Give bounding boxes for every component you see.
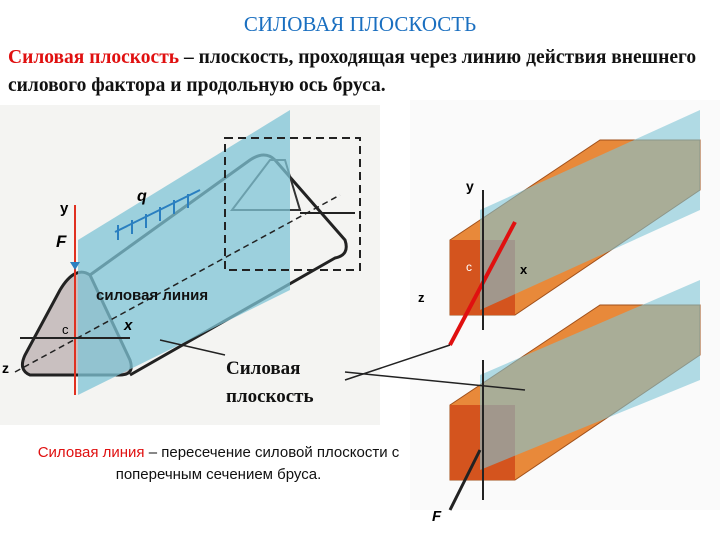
force-plane-callout: Силовая плоскость: [226, 358, 314, 407]
right-z-label: z: [418, 290, 425, 305]
q-label: q: [137, 188, 147, 205]
bottom-definition-text: – пересечение силовой плоскости с попере…: [115, 444, 400, 483]
bottom-definition-term: Силовая линия: [37, 444, 145, 461]
right-x-label: x: [520, 262, 528, 277]
left-z-label: z: [2, 360, 9, 376]
left-F-label: F: [56, 232, 67, 251]
slide-title: СИЛОВАЯ ПЛОСКОСТЬ: [243, 12, 477, 36]
left-c-label: c: [62, 322, 69, 337]
right-c-label: c: [466, 260, 472, 274]
force-line-label: силовая линия: [96, 287, 209, 304]
right-y-label: y: [466, 178, 474, 194]
right-F-label: F: [432, 508, 442, 525]
definition: Силовая плоскость – плоскость, проходяща…: [8, 44, 718, 100]
bottom-definition: Силовая линия – пересечение силовой плос…: [6, 442, 431, 486]
definition-term: Силовая плоскость: [8, 47, 180, 68]
definition-text: – плоскость, проходящая через линию дейс…: [8, 47, 697, 96]
left-beam-diagram: [0, 105, 380, 425]
force-plane: [78, 110, 290, 395]
right-beam-diagrams: [410, 100, 720, 511]
left-y-label: y: [60, 200, 69, 217]
left-x-label: x: [124, 317, 133, 334]
